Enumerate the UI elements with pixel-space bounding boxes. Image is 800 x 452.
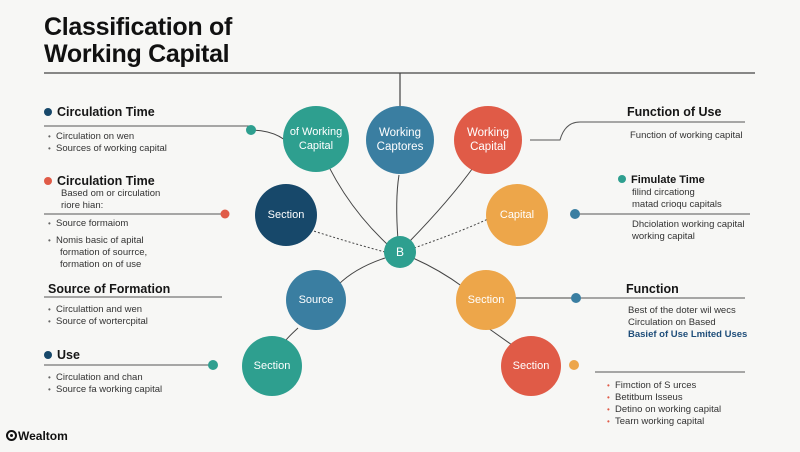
dot-right-4 <box>569 360 579 370</box>
node-section-left <box>255 184 317 246</box>
logo-icon <box>6 430 17 441</box>
left-source-of-formation-heading: Source of Formation <box>48 282 171 296</box>
node-source-label: Source <box>298 294 334 306</box>
right-function-heading: Function <box>626 282 679 296</box>
left-use-heading: Use <box>44 348 80 362</box>
bullet-dot-icon <box>44 108 52 116</box>
right-function-of-use-line: Function of working capital <box>630 130 743 141</box>
left-circulation-time2-lines: Based om or circulation riore hian: <box>61 188 161 211</box>
node-section-bottom-left <box>242 336 302 396</box>
bullet-dot-icon <box>618 175 626 183</box>
dot-left-2 <box>220 209 230 219</box>
connector-capital-right <box>413 218 489 249</box>
node-working-capital <box>454 106 522 174</box>
right-bottom-bullets: •Fimction of S urces •Betitbum Isseus •D… <box>607 380 722 427</box>
node-capital-right <box>486 184 548 246</box>
left-source-of-formation-bullets: •Circulattion and wen •Source of worterc… <box>48 304 148 327</box>
right-fimulate-time-lines2: Dhciolation working capital working capi… <box>632 219 745 242</box>
dot-right-3 <box>571 293 581 303</box>
right-function-highlight: Basief of Use Lmited Uses <box>628 329 748 340</box>
bullet-dot-icon <box>44 177 52 185</box>
node-section-right <box>456 270 516 330</box>
page-title: Classification of Working Capital <box>44 14 232 68</box>
connector-captores <box>396 174 400 241</box>
node-section-bottom-left-label: Section <box>253 360 291 372</box>
node-center-label: B <box>395 245 404 259</box>
node-section-bottom-right <box>501 336 561 396</box>
connector-working-capital <box>407 164 476 244</box>
left-circulation-time2-heading: Circulation Time <box>44 174 155 188</box>
node-section-left-label: Section <box>267 209 305 221</box>
connector-section-right <box>412 257 464 288</box>
right-fimulate-time-heading: Fimulate Time <box>618 174 705 186</box>
rule-right-1 <box>530 121 745 141</box>
node-working-captores <box>366 106 434 174</box>
node-center <box>384 236 416 268</box>
left-circulation-time-heading: Circulation Time <box>44 105 155 119</box>
left-use-bullets: •Circulation and chan •Source fa working… <box>48 372 163 395</box>
left-circulation-time-bullets: •Circulation on wen •Sources of working … <box>48 131 167 154</box>
right-function-of-use-heading: Function of Use <box>627 105 722 119</box>
connector-bottom-right <box>487 327 513 346</box>
dot-left-4 <box>208 360 218 370</box>
dot-right-2 <box>570 209 580 219</box>
right-function-lines: Best of the doter wil wecs Circulation o… <box>628 305 748 340</box>
connector-section-left <box>285 221 386 253</box>
node-source <box>286 270 346 330</box>
title-line-2: Working Capital <box>44 40 230 68</box>
right-fimulate-time-lines: filind circationg matad crioqu capitals <box>632 187 722 210</box>
left-circulation-time2-bullets: •Source formaiom •Nomis basic of apital … <box>48 218 148 270</box>
connector-source <box>337 257 386 286</box>
node-of-working-capital <box>283 106 349 172</box>
node-section-right-label: Section <box>467 294 505 306</box>
node-section-bottom-right-label: Section <box>512 360 550 372</box>
dot-left-1 <box>246 125 256 135</box>
brand-logo: Wealtom <box>6 429 68 443</box>
title-line-1: Classification of <box>44 13 232 41</box>
bullet-dot-icon <box>44 351 52 359</box>
node-capital-right-label: Capital <box>499 209 535 221</box>
